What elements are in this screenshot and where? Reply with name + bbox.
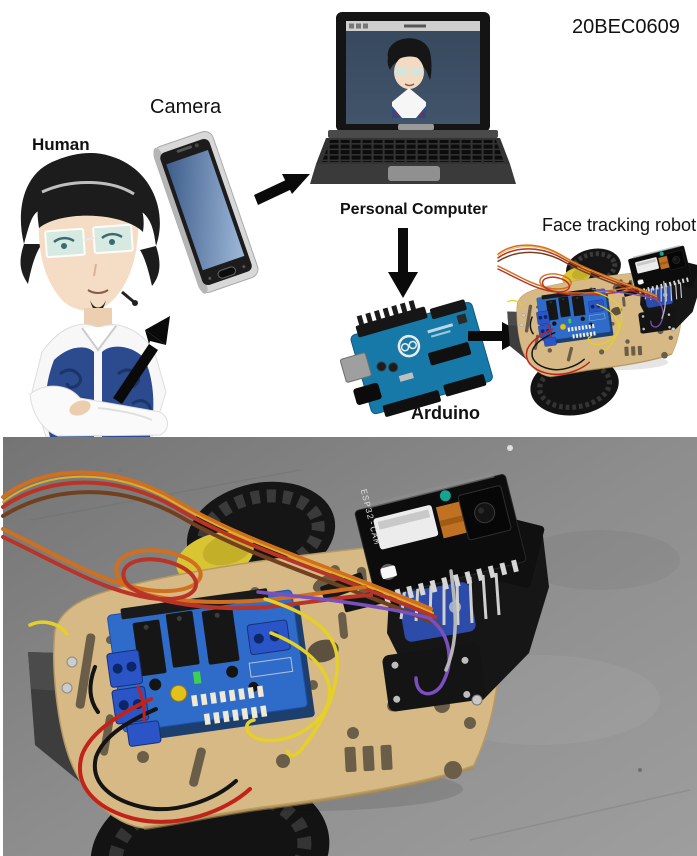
smartphone-illustration xyxy=(153,131,259,294)
label-face-tracking-robot: Face tracking robot xyxy=(542,215,697,235)
robot-photo-section xyxy=(3,437,697,856)
label-camera: Camera xyxy=(150,96,222,118)
face-on-screen xyxy=(387,38,432,118)
label-human: Human xyxy=(32,135,90,154)
arrow-camera-to-pc xyxy=(254,174,310,205)
human-illustration xyxy=(20,153,168,438)
arrow-human-to-camera xyxy=(113,316,170,404)
laptop-illustration xyxy=(310,12,516,184)
robot-photo-small xyxy=(498,244,697,421)
system-diagram xyxy=(20,12,697,438)
arduino-illustration xyxy=(339,299,493,417)
arrow-pc-to-arduino xyxy=(388,228,418,298)
label-arduino: Arduino xyxy=(411,403,480,423)
label-personal-computer: Personal Computer xyxy=(340,201,488,218)
student-code: 20BEC0609 xyxy=(572,16,680,38)
